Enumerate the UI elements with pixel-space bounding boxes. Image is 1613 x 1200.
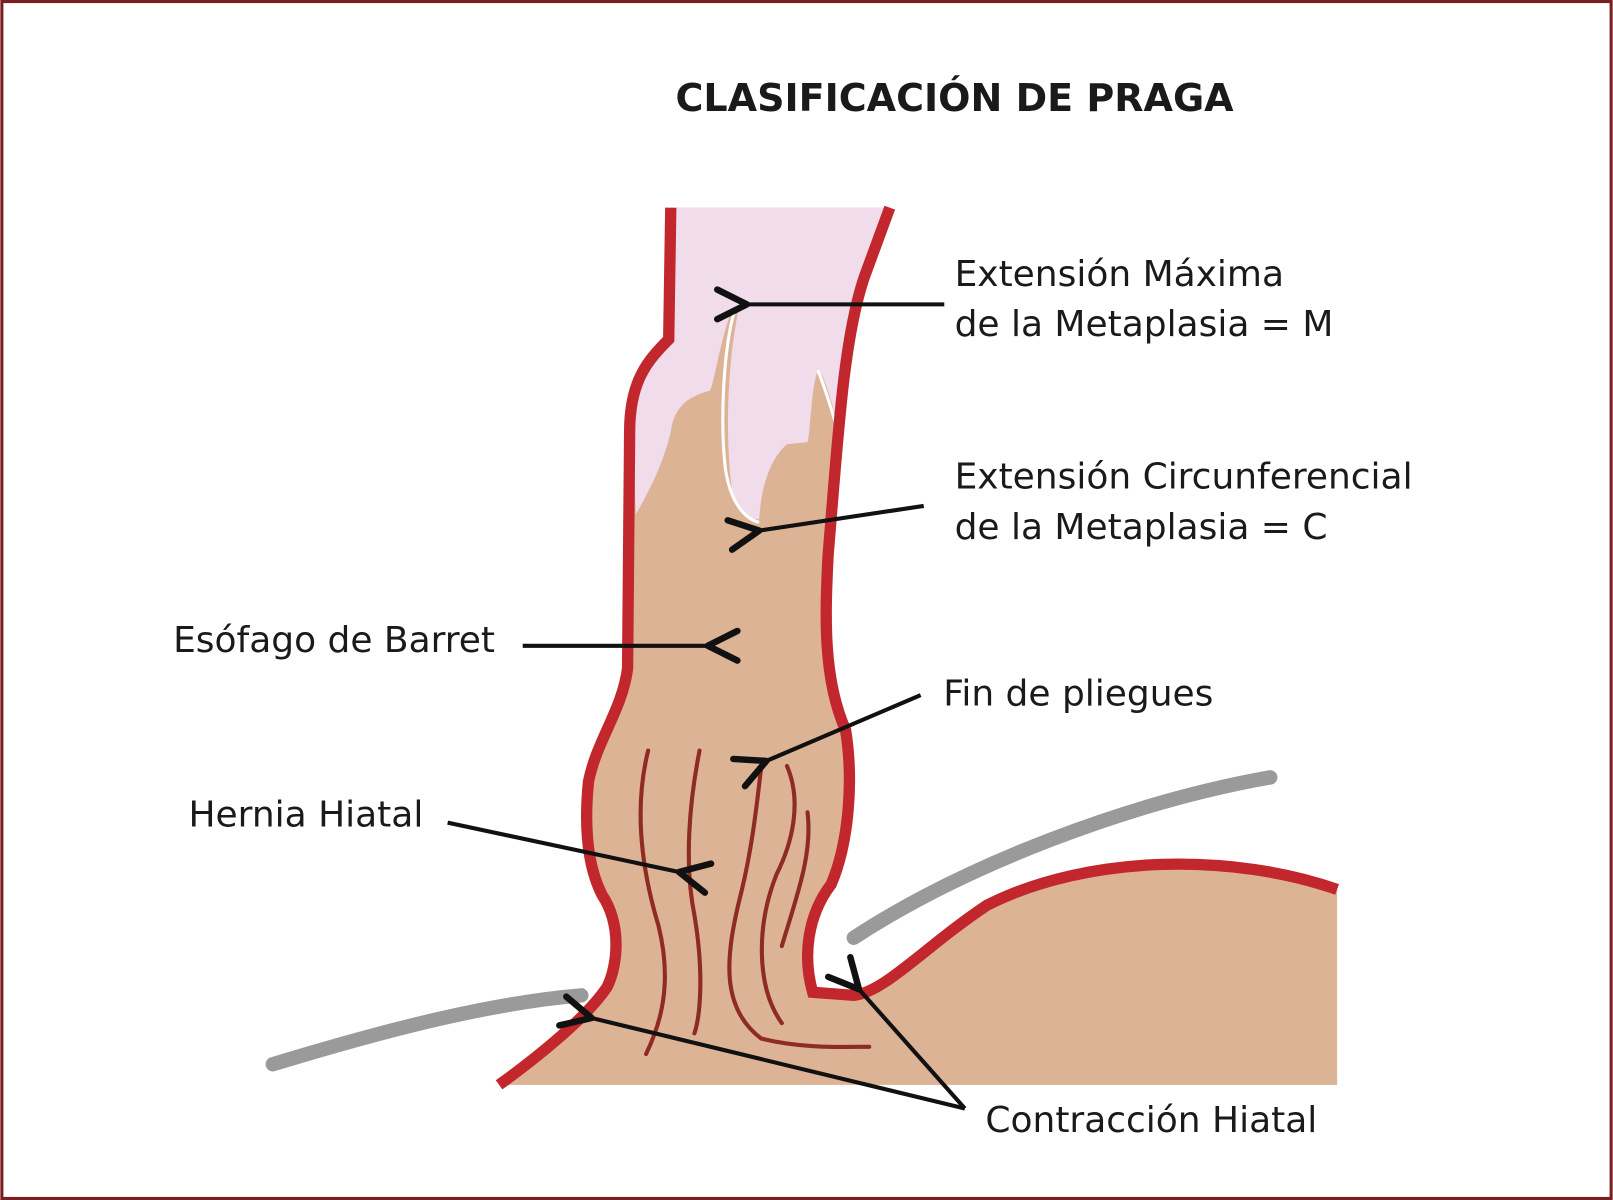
gastric-folds	[638, 748, 872, 1057]
title: CLASIFICACIÓN DE PRAGA	[676, 76, 1235, 120]
diaphragm-right	[846, 770, 1278, 945]
arrow-hiatal-hernia	[447, 820, 715, 896]
arrow-fold-end	[730, 693, 922, 790]
label-max-extension-1: Extensión Máxima	[955, 254, 1284, 295]
diaphragm-left	[265, 988, 589, 1072]
label-circ-extension-2: de la Metaplasia = C	[955, 507, 1328, 548]
label-barrett: Esófago de Barret	[173, 620, 495, 661]
arrow-circ-extension	[724, 503, 925, 553]
label-hiatal-contraction: Contracción Hiatal	[985, 1100, 1317, 1141]
squamous-mucosa	[632, 207, 887, 520]
label-hiatal-hernia: Hernia Hiatal	[189, 795, 424, 836]
z-line	[721, 310, 760, 524]
label-max-extension-2: de la Metaplasia = M	[955, 304, 1334, 345]
arrow-contraction-right	[824, 953, 967, 1110]
label-circ-extension-1: Extensión Circunferencial	[955, 456, 1413, 497]
arrow-contraction-left	[556, 993, 966, 1111]
right-wall	[802, 205, 1339, 1002]
arrows	[447, 286, 967, 1111]
label-fold-end: Fin de pliegues	[943, 673, 1213, 714]
